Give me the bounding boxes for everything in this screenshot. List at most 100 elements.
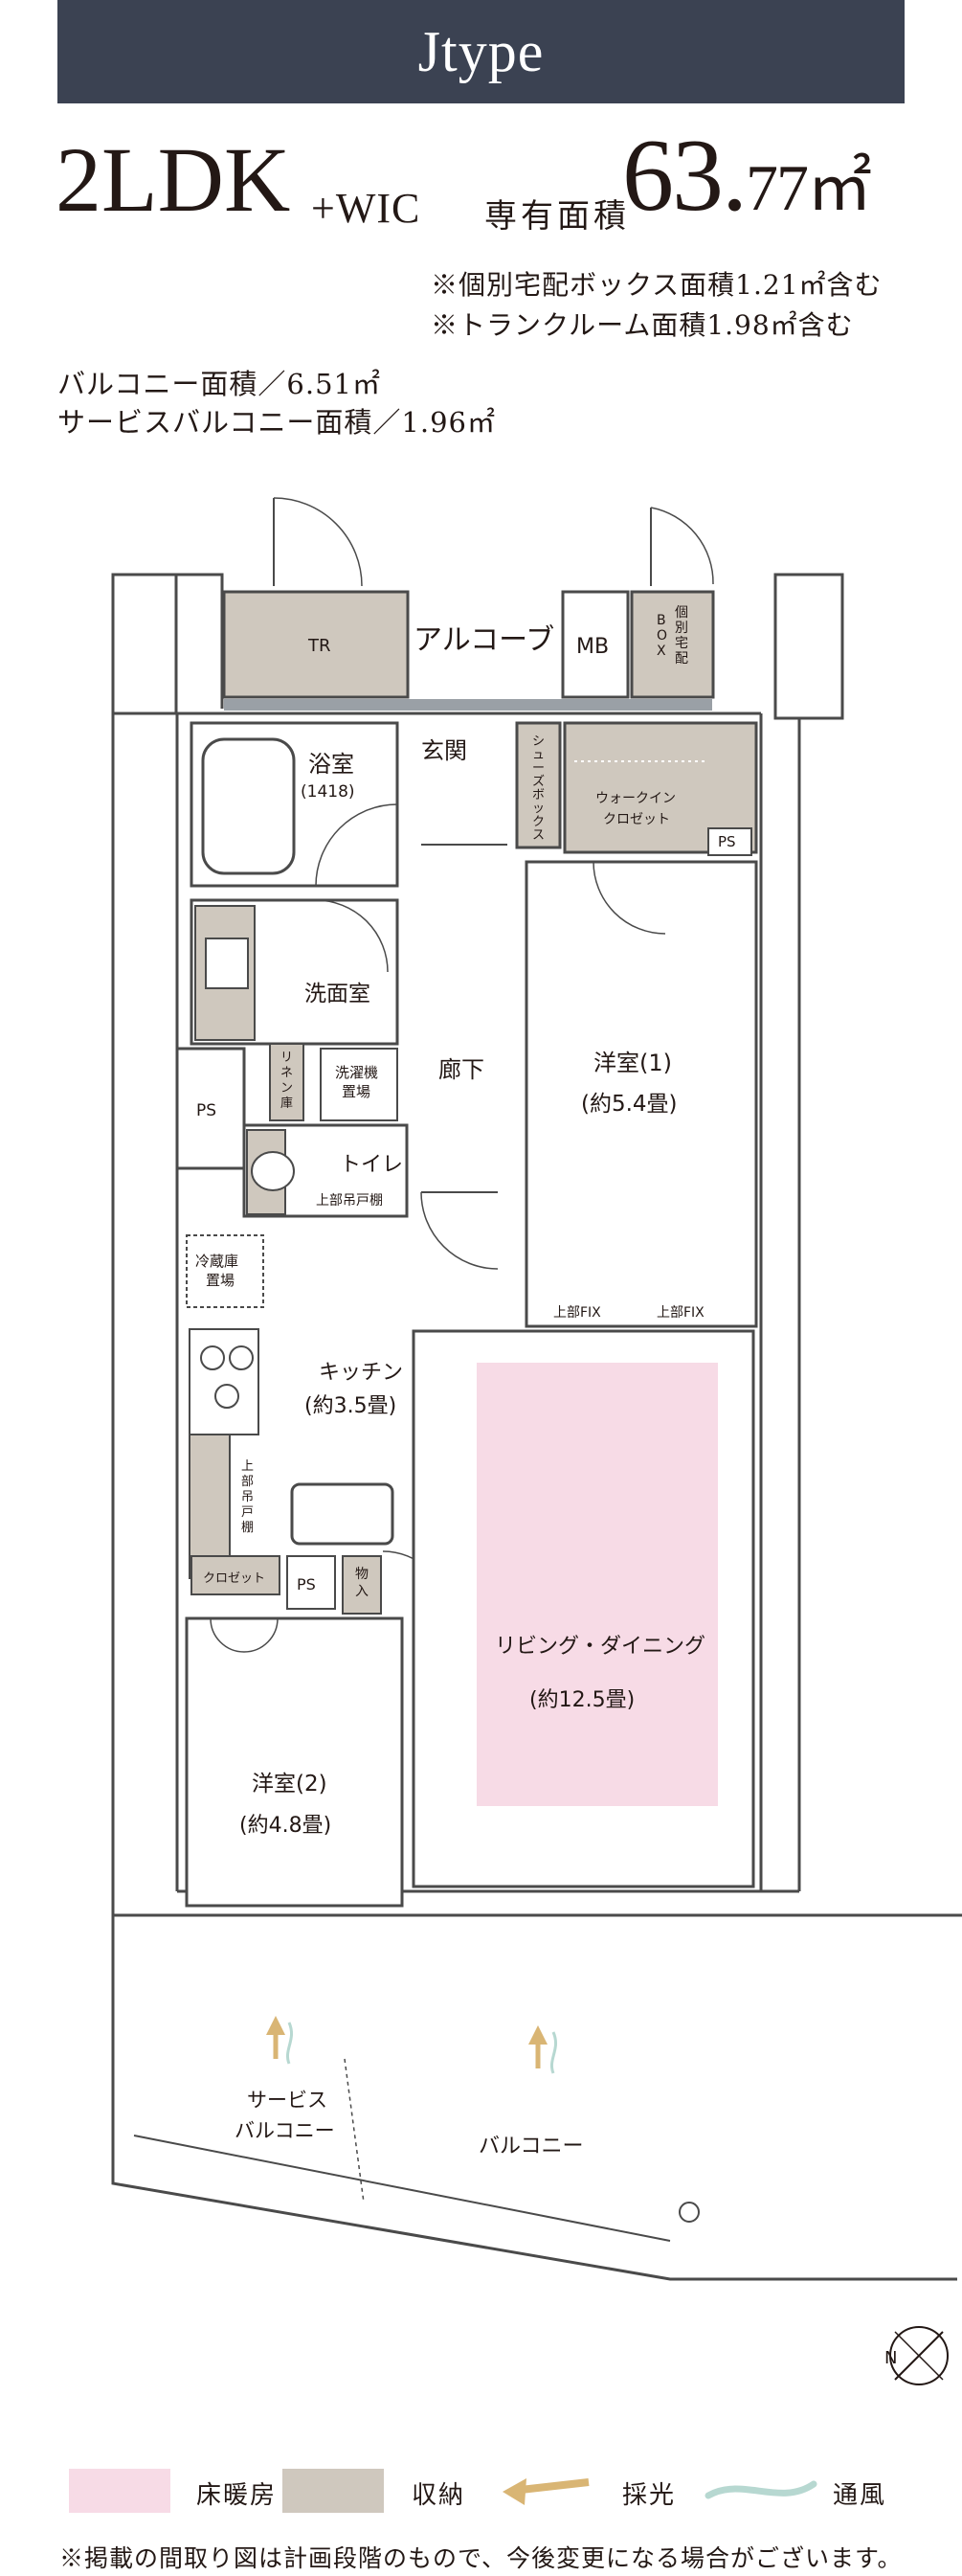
entrance-label: 玄関 (421, 737, 467, 764)
wic-label-2: クロゼット (603, 812, 670, 827)
delivery-box-char: 宅 (675, 636, 688, 651)
title-bar (57, 0, 905, 103)
delivery-box-char: B (657, 613, 666, 628)
linen-char: ネ (280, 1066, 293, 1080)
legend-light-label: 採光 (622, 2481, 677, 2510)
ps-left-label: PS (196, 1101, 216, 1120)
closet-door-swing (243, 1617, 279, 1653)
bedroom-1-label: 洋室(1) (593, 1050, 672, 1076)
legend-storage-swatch (282, 2469, 384, 2513)
balcony-rail (133, 2135, 671, 2242)
bedroom-1-size: (約5.4畳) (581, 1092, 678, 1117)
floor-plan: TR アルコーブ MB 個 別 宅 配 B O X 浴室 (1418) 玄関 シ… (111, 497, 962, 2385)
balcony-area: バルコニー面積／6.51㎡ (57, 368, 381, 400)
balcony-divider (344, 2058, 365, 2203)
toilet-bowl (251, 1151, 295, 1191)
ps-top (707, 827, 752, 856)
closet (190, 1555, 280, 1595)
kitchen-shelf-char: 戸 (241, 1505, 254, 1520)
linen-cabinet (269, 1043, 304, 1121)
kitchen-sink (290, 1482, 394, 1546)
delivery-box-char: 別 (675, 621, 688, 636)
washer-space (320, 1048, 398, 1121)
delivery-box-char: 個 (675, 605, 688, 621)
living-label: リビング・ダイニング (495, 1635, 705, 1659)
linen-char: 庫 (280, 1096, 293, 1111)
bedroom-2-size: (約4.8畳) (239, 1814, 331, 1838)
delivery-box-char: 配 (675, 651, 688, 667)
floor-heating-area (477, 1363, 718, 1806)
kitchen-shelf-char: 上 (241, 1459, 254, 1474)
ps-mid-label: PS (297, 1575, 316, 1593)
legend-air-label: 通風 (833, 2481, 887, 2510)
area-value: 63.77㎡ (622, 124, 872, 228)
light-air-arrows (266, 2016, 558, 2074)
area-note-delivery-box: ※個別宅配ボックス面積1.21㎡含む (431, 269, 883, 301)
storage-char: 物 (355, 1567, 369, 1582)
compass-icon: N (884, 2326, 949, 2385)
shoes-box-char: シ (532, 734, 545, 749)
shoes-box-char: ズ (532, 774, 545, 789)
area-label: 専有面積 (484, 197, 630, 236)
ps-mid (286, 1555, 336, 1610)
washroom-label: 洗面室 (304, 982, 370, 1006)
area-dec: 77㎡ (746, 151, 872, 224)
fridge-label-2: 置場 (206, 1272, 235, 1289)
legend-storage-label: 収納 (412, 2481, 466, 2510)
front-wall-hatch (224, 699, 712, 711)
burner-icon (214, 1384, 239, 1409)
area-int: 63. (622, 119, 748, 233)
shoes-box-char: ュ (532, 748, 545, 762)
legend-light-arrow-icon (503, 2478, 590, 2505)
fridge-label-1: 冷蔵庫 (195, 1253, 238, 1270)
stove (189, 1328, 259, 1435)
bathroom-size: (1418) (301, 782, 355, 802)
fix-left-label: 上部FIX (553, 1305, 601, 1321)
washroom-door-swing (315, 899, 389, 973)
shoes-box-char: ー (532, 761, 545, 776)
burner-icon (200, 1345, 225, 1370)
meter-box (561, 590, 630, 699)
area-note-trunk-room: ※トランクルーム面積1.98㎡含む (431, 309, 854, 341)
fix-right-label: 上部FIX (657, 1305, 705, 1321)
delivery-box-char: X (657, 644, 666, 659)
linen-label: リ ネ ン 庫 (280, 1051, 293, 1111)
storage-char: 入 (355, 1584, 369, 1599)
kitchen-shelf-char: 棚 (241, 1521, 254, 1535)
bedroom-1-door-swing (593, 861, 666, 935)
shoes-box-char: ス (532, 828, 545, 843)
toilet-label: トイレ (340, 1153, 403, 1177)
trunk-room (222, 590, 410, 699)
service-balcony-area: サービスバルコニー面積／1.96㎡ (57, 406, 496, 439)
delivery-box-char: O (657, 628, 667, 644)
storage (342, 1555, 382, 1615)
ps-left (175, 1047, 246, 1170)
legend-floor-heating-swatch (69, 2469, 170, 2513)
service-balcony-label-2: バルコニー (235, 2119, 335, 2142)
toilet-shelf-label: 上部吊戸棚 (316, 1193, 383, 1209)
shoes-box-label: シ ュ ー ズ ボ ッ ク ス (532, 734, 545, 843)
linen-char: リ (280, 1051, 293, 1065)
hallway-label: 廊下 (438, 1056, 484, 1083)
kitchen-shelf-char: 部 (241, 1475, 254, 1489)
tr-door-swing (273, 497, 363, 587)
legend-floor-heating-label: 床暖房 (196, 2481, 278, 2510)
ps-top-label: PS (718, 833, 736, 850)
delivery-box-label: 個 別 宅 配 B O X (657, 605, 688, 667)
bath-door-swing (315, 803, 398, 887)
linen-char: ン (280, 1081, 293, 1096)
legend-air-wave-icon (705, 2480, 817, 2499)
sink (205, 938, 249, 989)
hallway-door-swing (420, 1191, 499, 1270)
trunk-room-label: TR (307, 636, 331, 656)
shoes-box-char: ッ (532, 802, 545, 816)
column-top-left (111, 573, 178, 715)
bedroom-2 (185, 1616, 404, 1908)
kitchen-shelf-char: 吊 (241, 1490, 254, 1504)
washer-label-1: 洗濯機 (335, 1064, 378, 1081)
bedroom-1 (525, 860, 758, 1328)
living-size: (約12.5畳) (529, 1688, 635, 1712)
layout-code: 2LDK (56, 128, 291, 231)
delivery-box (630, 590, 715, 699)
washer-label-2: 置場 (342, 1083, 370, 1100)
